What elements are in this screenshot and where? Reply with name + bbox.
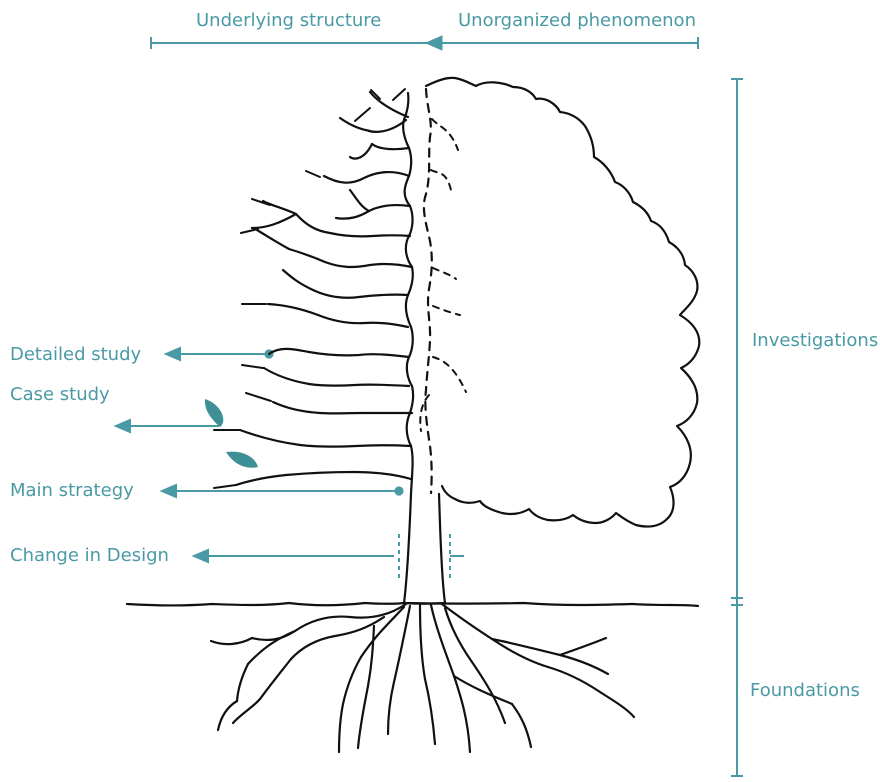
branch-lower-6 (318, 315, 408, 327)
case-study-leaf (205, 399, 223, 427)
branch-study-3 (309, 384, 409, 386)
trunk-right-edge (439, 494, 445, 603)
branch-mid-4 (330, 233, 410, 236)
callout-arrows (116, 348, 403, 562)
root-left-secondary-3 (233, 699, 260, 723)
branch-main-2 (236, 475, 286, 485)
branch-main-1 (286, 472, 411, 479)
branch-case-1 (300, 445, 411, 447)
branch-mid-6 (263, 201, 296, 214)
case-study-arrowhead (116, 420, 130, 432)
top-right-label: Unorganized phenomenon (458, 12, 696, 30)
spike-11 (214, 485, 236, 488)
root-center-3 (431, 605, 470, 752)
spike-9 (246, 393, 271, 401)
branch-lower-2 (289, 249, 325, 262)
root-left-secondary-2 (260, 659, 291, 699)
spike-8 (242, 365, 263, 368)
spike-3 (355, 108, 370, 121)
root-center-left-3 (339, 704, 343, 752)
root-left-tip-3 (237, 664, 248, 701)
branch-mid-7 (252, 214, 296, 228)
root-right-main (442, 604, 548, 667)
dash-mark-1 (432, 119, 458, 150)
foundations-label: Foundations (750, 682, 860, 700)
root-center-left-2 (343, 657, 361, 704)
right-scale-group (731, 79, 743, 776)
change-design-arrowhead (194, 550, 208, 562)
root-center-2 (420, 605, 435, 744)
branch-lower-5 (283, 270, 313, 290)
root-inner-right (445, 608, 505, 723)
spike-6 (241, 229, 258, 233)
branch-lower-1 (325, 262, 412, 267)
detailed-study-label: Detailed study (10, 346, 141, 364)
spike-2 (393, 89, 405, 100)
main-strategy-label: Main strategy (10, 482, 134, 500)
top-arrowhead (426, 36, 442, 50)
left-canopy-spine (403, 93, 413, 494)
root-left-main (252, 604, 406, 640)
root-right-tip-1 (548, 667, 634, 717)
dash-mark-5 (433, 357, 466, 392)
root-left-secondary-1 (291, 617, 384, 659)
canopy-outline (426, 78, 699, 527)
branch-study-6 (273, 402, 320, 413)
top-left-label: Underlying structure (196, 12, 381, 30)
branch-top-2 (369, 120, 406, 132)
case-study-label: Case study (10, 386, 110, 404)
main-strategy-arrowhead (162, 485, 176, 497)
top-arrow-group (151, 36, 698, 50)
central-dashed-stem (424, 89, 432, 493)
branch-mid-3 (350, 190, 369, 211)
change-in-design-label: Change in Design (10, 547, 169, 565)
investigations-label: Investigations (752, 332, 878, 350)
branch-top-4 (372, 144, 409, 149)
branch-study-2 (269, 349, 309, 354)
main-strategy-marker (395, 487, 402, 494)
branch-mid-2 (336, 205, 410, 219)
root-right-tip-3 (560, 638, 606, 655)
spike-4 (306, 171, 320, 177)
main-strategy-leaf (226, 452, 258, 468)
trunk-left-edge (404, 494, 411, 603)
branch-mid-5 (296, 214, 330, 233)
root-center-1 (388, 606, 410, 734)
root-left-tip-1 (211, 638, 252, 644)
dash-mark-4 (433, 306, 460, 315)
branch-lower-4 (313, 290, 408, 298)
detailed-study-arrowhead (166, 348, 180, 360)
branch-case-2 (240, 430, 300, 445)
branch-lower-3 (257, 230, 289, 249)
branch-study-1 (309, 352, 409, 357)
branch-lower-7 (268, 304, 318, 315)
branch-mid-1 (324, 172, 409, 183)
root-left-tip-4 (218, 701, 237, 730)
root-right-tip-5 (512, 704, 531, 747)
dash-mark-2 (431, 170, 451, 190)
branch-study-4 (264, 368, 309, 384)
dash-mark-3 (433, 268, 456, 279)
branch-top-5 (350, 144, 372, 159)
